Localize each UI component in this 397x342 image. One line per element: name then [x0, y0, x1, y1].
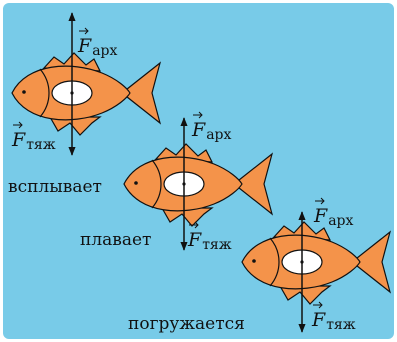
fish-3: Fарх Fтяж: [242, 198, 390, 333]
state-label-floating: плавает: [80, 230, 151, 250]
fish-body: [242, 222, 390, 304]
buoyant-force-label: Fарх: [77, 35, 117, 59]
state-label-rising: всплывает: [8, 177, 102, 197]
state-label-sinking: погружается: [128, 314, 245, 334]
fish-body: [124, 144, 272, 226]
buoyant-force-label: Fарх: [191, 119, 231, 143]
gravity-force-label: Fтяж: [311, 309, 356, 333]
fish-1: Fарх Fтяж: [11, 13, 160, 155]
gravity-force-label: Fтяж: [11, 129, 56, 153]
buoyant-force-label: Fарх: [313, 205, 353, 229]
fish-body: [12, 53, 160, 135]
gravity-force-label: Fтяж: [187, 229, 232, 253]
